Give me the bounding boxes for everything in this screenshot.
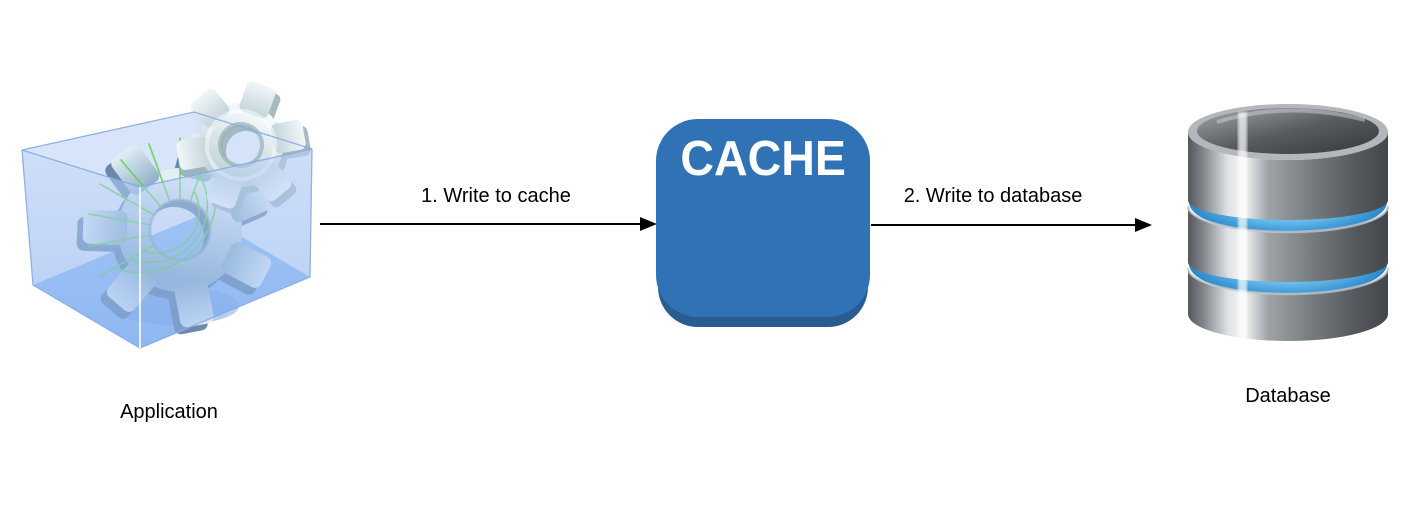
- db-tier-middle-rim: [1186, 205, 1390, 234]
- database-icon: [1186, 104, 1390, 341]
- db-tier-bottom-rim: [1186, 267, 1390, 296]
- arrow-head: [640, 217, 657, 231]
- edge-label-write-to-cache: 1. Write to cache: [421, 185, 571, 207]
- arrow-app-to-cache: [320, 217, 657, 231]
- db-top-sheen: [1216, 108, 1366, 124]
- cache-label: CACHE: [680, 132, 846, 186]
- arrow-head: [1135, 218, 1152, 232]
- box-front-left-wall: [22, 150, 140, 348]
- cache-node: CACHE: [656, 119, 870, 317]
- arrow-cache-to-database: [871, 218, 1152, 232]
- edge-label-write-to-database: 2. Write to database: [903, 185, 1083, 207]
- box-front-right-wall: [140, 149, 312, 348]
- database-label: Database: [1245, 385, 1331, 407]
- db-highlight-streak: [1238, 112, 1247, 338]
- application-icon: [21, 81, 313, 349]
- application-label: Application: [120, 401, 218, 423]
